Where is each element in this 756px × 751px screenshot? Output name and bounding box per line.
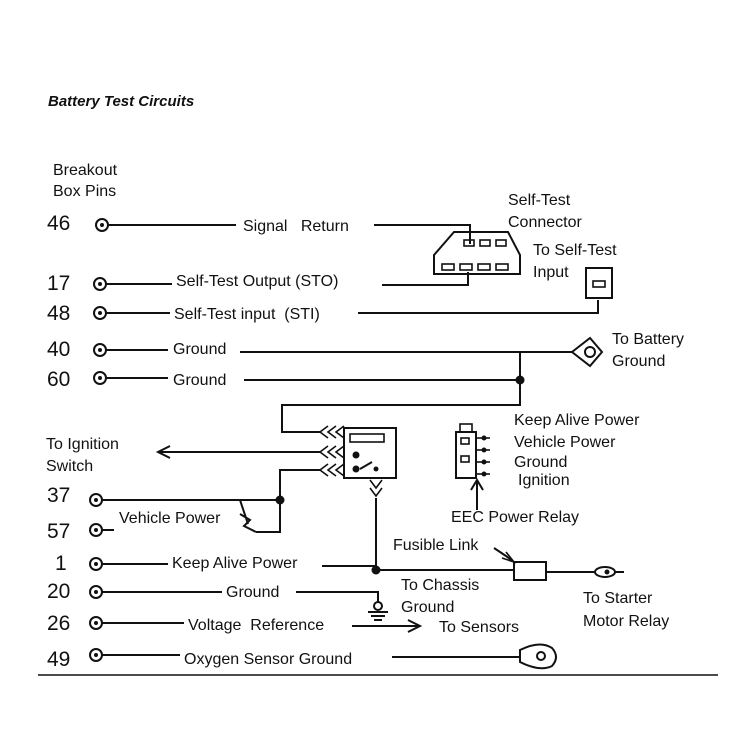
pin-lead-wires xyxy=(102,224,236,656)
pin-terminal-37 xyxy=(89,493,103,507)
relay-legend-ignition: Ignition xyxy=(518,472,570,489)
ignition-switch-label-2: Switch xyxy=(46,458,93,475)
self-test-wiring xyxy=(358,224,599,314)
pin-number-1: 1 xyxy=(55,552,67,575)
self-test-connector-label-2: Connector xyxy=(508,214,582,231)
ignition-switch-label-1: To Ignition xyxy=(46,436,119,453)
pin-label-20: Ground xyxy=(226,584,279,601)
oxygen-sensor-ground-terminal xyxy=(392,643,557,670)
self-test-input-label-1: To Self-Test xyxy=(533,242,617,259)
relay-legend-ground: Ground xyxy=(514,454,567,471)
starter-relay-label-2: Motor Relay xyxy=(583,613,669,630)
chassis-ground-label-2: Ground xyxy=(401,599,454,616)
relay-legend-vehicle-power: Vehicle Power xyxy=(514,434,616,451)
sensors-arrow xyxy=(352,619,423,633)
battery-ground-label-1: To Battery xyxy=(612,331,684,348)
pin-number-40: 40 xyxy=(47,338,70,361)
diagram-title: Battery Test Circuits xyxy=(48,93,194,110)
chassis-ground-label-1: To Chassis xyxy=(401,577,479,594)
battery-ground-icon xyxy=(570,336,604,368)
pin-label-46: Signal Return xyxy=(243,218,349,235)
fusible-link-label: Fusible Link xyxy=(393,537,479,554)
relay-legend-keep-alive: Keep Alive Power xyxy=(514,412,640,429)
pin-terminal-17 xyxy=(93,277,107,291)
starter-relay-label-1: To Starter xyxy=(583,590,653,607)
pin-number-46: 46 xyxy=(47,212,70,235)
pin-number-49: 49 xyxy=(47,648,70,671)
pin-number-57: 57 xyxy=(47,520,70,543)
pin-label-57: Vehicle Power xyxy=(119,510,221,527)
ignition-switch-arrow xyxy=(155,445,320,459)
pin-terminal-46 xyxy=(95,218,109,232)
pin-terminal-1 xyxy=(89,557,103,571)
pin-terminal-40 xyxy=(93,343,107,357)
relay-module xyxy=(343,427,397,479)
pin-terminal-20 xyxy=(89,585,103,599)
breakout-header-line1: Breakout xyxy=(53,162,118,179)
self-test-connector-label-1: Self-Test xyxy=(508,192,571,209)
pin-number-37: 37 xyxy=(47,484,70,507)
battery-ground-label-2: Ground xyxy=(612,353,665,370)
pin-number-60: 60 xyxy=(47,368,70,391)
vehicle-power-wiring xyxy=(178,469,320,533)
self-test-connector xyxy=(433,231,521,275)
pin-label-1: Keep Alive Power xyxy=(172,555,298,572)
pin-terminal-48 xyxy=(93,306,107,320)
ground-bus xyxy=(240,351,572,433)
pin-label-17: Self-Test Output (STO) xyxy=(176,273,338,290)
pin-label-48: Self-Test input (STI) xyxy=(174,306,320,323)
to-sensors-label: To Sensors xyxy=(439,619,519,636)
breakout-header-line2: Box Pins xyxy=(53,183,116,200)
pin-number-48: 48 xyxy=(47,302,70,325)
connector-chevrons xyxy=(318,425,383,498)
eec-power-relay-icon xyxy=(455,423,490,510)
pin-terminal-49 xyxy=(89,648,103,662)
pin-terminal-26 xyxy=(89,616,103,630)
pin-number-26: 26 xyxy=(47,612,70,635)
fusible-link-icon xyxy=(493,547,547,581)
starter-relay-terminal xyxy=(594,566,624,578)
pin-label-60: Ground xyxy=(173,372,226,389)
pin-label-26: Voltage Reference xyxy=(188,617,324,634)
pin-number-17: 17 xyxy=(47,272,70,295)
eec-power-relay-label: EEC Power Relay xyxy=(451,509,579,526)
chassis-ground-icon xyxy=(296,591,388,621)
pin-label-40: Ground xyxy=(173,341,226,358)
pin-terminal-60 xyxy=(93,371,107,385)
self-test-input-terminal xyxy=(585,267,613,299)
pin-label-49: Oxygen Sensor Ground xyxy=(184,651,352,668)
self-test-input-label-2: Input xyxy=(533,264,569,281)
pin-number-20: 20 xyxy=(47,580,70,603)
pin-terminal-57 xyxy=(89,523,103,537)
keep-alive-wiring xyxy=(322,498,596,575)
